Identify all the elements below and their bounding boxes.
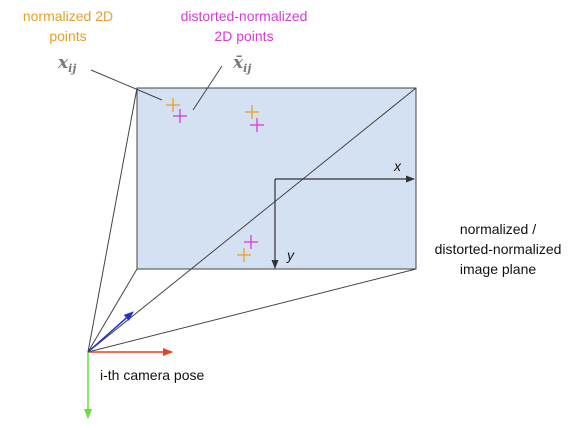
image-plane-label-line2: distorted-normalized — [434, 241, 562, 257]
normalized-points-label-line2: points — [49, 28, 87, 44]
image-plane-label-line3: image plane — [459, 261, 537, 277]
normalized-points-label: normalized 2D points — [10, 6, 126, 46]
frustum-line-top-right — [87, 87, 417, 353]
distorted-points-label-line1: distorted-normalized — [180, 8, 308, 24]
normalized-points — [166, 98, 259, 262]
plane-axis-x-label: x — [393, 158, 402, 174]
leader-x-ij — [90, 69, 163, 101]
normalized-points-label-line1: normalized 2D — [22, 8, 114, 24]
distorted-points — [173, 109, 264, 249]
frustum-lines — [87, 87, 417, 353]
leader-xbar-ij — [192, 65, 223, 111]
distorted-points-label-line2: 2D points — [214, 28, 274, 44]
distorted-points-label: distorted-normalized 2D points — [166, 6, 322, 46]
plane-axis-y-label: y — [286, 247, 295, 263]
symbol-x-ij: xij — [57, 53, 76, 75]
image-plane-label: normalized / distorted-normalized image … — [418, 219, 578, 279]
camera-axes — [84, 311, 173, 419]
frustum-line-bottom-right — [87, 268, 417, 353]
symbol-xbar-ij: x̄ij — [232, 53, 251, 75]
camera-pose-label: i-th camera pose — [100, 367, 205, 383]
image-plane-label-line1: normalized / — [459, 221, 537, 237]
leader-lines — [90, 65, 223, 111]
distorted-point — [244, 235, 258, 249]
normalized-point — [237, 248, 251, 262]
normalized-point — [245, 105, 259, 119]
camera-axis-blue — [87, 311, 134, 353]
frustum-line-bottom-left — [87, 268, 138, 353]
frustum-line-top-left — [87, 87, 138, 353]
distorted-point — [173, 109, 187, 123]
normalized-point — [166, 98, 180, 112]
distorted-point — [250, 118, 264, 132]
image-plane-axes — [271, 175, 415, 269]
